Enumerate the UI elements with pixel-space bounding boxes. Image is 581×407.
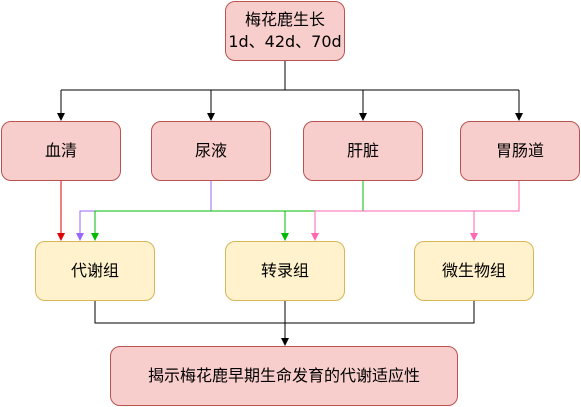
arrowhead-liver	[359, 113, 367, 121]
sample-node-gut: 胃肠道	[460, 121, 580, 181]
urine-edges	[79, 180, 212, 234]
root-timepoints: 1d、42d、70d	[228, 32, 342, 51]
omics-label: 代谢组	[70, 261, 119, 281]
omics-node-metabolome: 代谢组	[35, 241, 155, 301]
sample-node-liver: 肝脏	[303, 121, 423, 181]
sample-node-urine: 尿液	[151, 121, 271, 181]
root-title: 梅花鹿生长	[244, 10, 325, 30]
arrowhead-gut	[515, 113, 523, 121]
result-node: 揭示梅花鹿早期生命发育的代谢适应性	[110, 346, 458, 406]
sample-label: 尿液	[194, 141, 227, 161]
edge-gut-transcriptome	[314, 180, 520, 234]
omics-node-transcriptome: 转录组	[225, 241, 345, 301]
arrowhead-gut-transcriptome	[311, 233, 319, 241]
edge-liver-metabolome	[94, 180, 364, 234]
arrowhead-urine-metabolome	[76, 233, 84, 241]
gut-edges	[314, 180, 520, 234]
root-to-samples-edges	[60, 61, 520, 114]
liver-edges	[94, 180, 364, 234]
arrowhead-serum	[57, 113, 65, 121]
omics-node-microbiome: 微生物组	[414, 241, 534, 301]
arrowhead-result	[281, 338, 289, 346]
sample-label: 胃肠道	[495, 141, 544, 161]
sample-label: 肝脏	[346, 141, 379, 161]
omics-to-result-edges	[94, 301, 475, 339]
omics-label: 转录组	[260, 261, 309, 281]
root-to-samples-arrowheads	[57, 113, 523, 121]
edge-urine-metabolome	[79, 180, 212, 234]
result-label: 揭示梅花鹿早期生命发育的代谢适应性	[147, 366, 420, 386]
sample-label: 血清	[44, 141, 77, 161]
root-node: 梅花鹿生长 1d、42d、70d	[225, 1, 345, 61]
sample-node-serum: 血清	[1, 121, 121, 181]
arrowhead-serum-metabolome	[57, 233, 65, 241]
arrowhead-urine	[207, 113, 215, 121]
arrowhead-gut-microbiome	[470, 233, 478, 241]
arrowhead-liver-transcriptome	[281, 233, 289, 241]
arrowhead-liver-metabolome	[91, 233, 99, 241]
omics-label: 微生物组	[441, 261, 506, 281]
